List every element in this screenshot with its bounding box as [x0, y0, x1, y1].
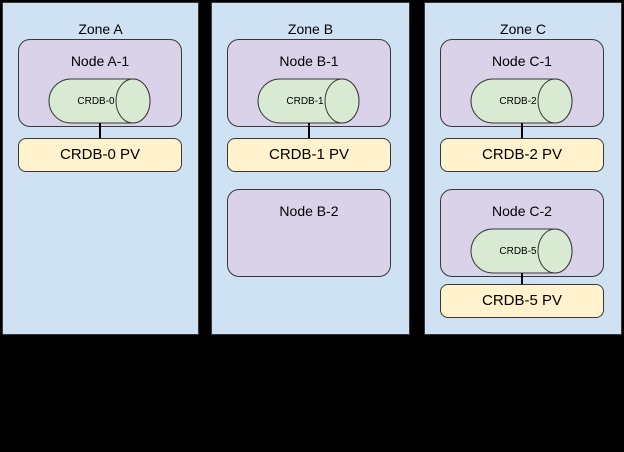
cylinder-face-ellipse [324, 78, 360, 124]
zone-c: Zone C Node C-1 CRDB-2 CRDB-2 PV Node C-… [424, 2, 622, 335]
pv-crdb-0: CRDB-0 PV [18, 138, 182, 172]
node-a-1-label: Node A-1 [70, 53, 130, 69]
cylinder-crdb-2-label: CRDB-2 [499, 95, 537, 107]
connector-crdb-5-to-pv [521, 273, 523, 284]
node-c-1: Node C-1 CRDB-2 [440, 39, 604, 127]
cylinder-face-ellipse [537, 228, 573, 274]
cylinder-face-ellipse [537, 78, 573, 124]
cylinder-shape [470, 228, 573, 274]
connector-crdb-1-to-pv [308, 123, 310, 138]
cylinder-shape [470, 78, 573, 124]
cylinder-shape [257, 78, 360, 124]
node-a-1: Node A-1 CRDB-0 [18, 39, 182, 127]
pv-crdb-2: CRDB-2 PV [440, 138, 604, 172]
cylinder-shape [48, 78, 151, 124]
zone-b-label: Zone B [287, 21, 334, 37]
node-b-1: Node B-1 CRDB-1 [227, 39, 391, 127]
cylinder-crdb-1-label: CRDB-1 [286, 95, 324, 107]
node-c-2: Node C-2 CRDB-5 [440, 189, 604, 277]
node-b-2: Node B-2 [227, 189, 391, 277]
node-c-2-label: Node C-2 [492, 203, 552, 219]
node-b-1-label: Node B-1 [279, 53, 339, 69]
connector-crdb-2-to-pv [521, 123, 523, 138]
node-c-1-label: Node C-1 [492, 53, 552, 69]
connector-crdb-0-to-pv [99, 123, 101, 138]
cylinder-crdb-1: CRDB-1 [257, 78, 361, 124]
cylinder-crdb-0-label: CRDB-0 [77, 95, 115, 107]
zone-b: Zone B Node B-1 CRDB-1 CRDB-1 PV Node B-… [211, 2, 410, 335]
cylinder-face-ellipse [115, 78, 151, 124]
zone-c-label: Zone C [500, 21, 546, 37]
pv-crdb-1: CRDB-1 PV [227, 138, 391, 172]
zone-a: Zone A Node A-1 CRDB-0 CRDB-0 PV [2, 2, 199, 335]
node-b-2-label: Node B-2 [279, 203, 339, 219]
pv-crdb-5: CRDB-5 PV [440, 284, 604, 318]
cylinder-crdb-5-label: CRDB-5 [499, 245, 537, 257]
cylinder-crdb-2: CRDB-2 [470, 78, 574, 124]
cylinder-crdb-0: CRDB-0 [48, 78, 152, 124]
cylinder-crdb-5: CRDB-5 [470, 228, 574, 274]
zone-a-label: Zone A [78, 21, 123, 37]
